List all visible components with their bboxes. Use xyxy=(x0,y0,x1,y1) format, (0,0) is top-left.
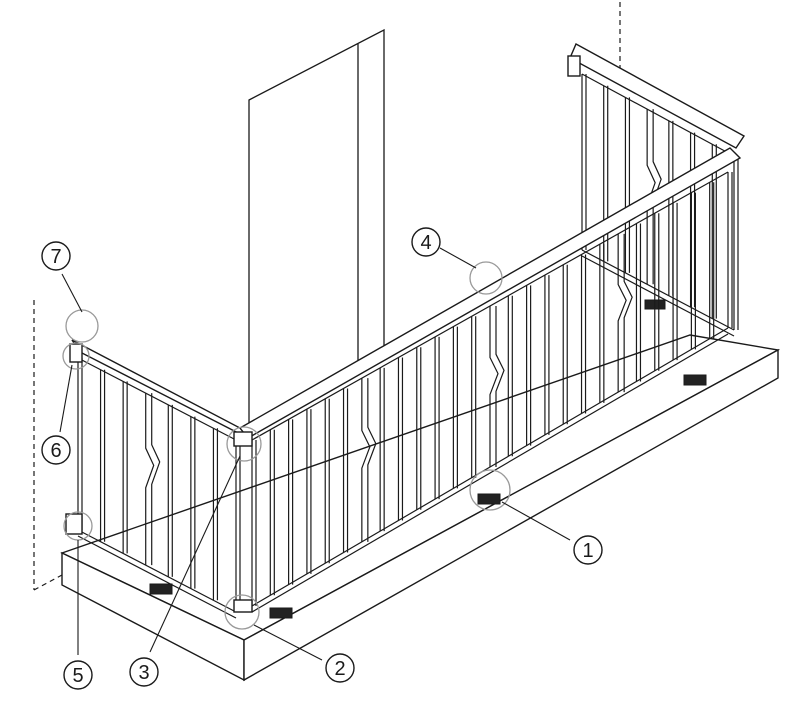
detail-circles xyxy=(62,261,511,630)
callout-5: 5 xyxy=(63,660,93,690)
decorative-baluster xyxy=(646,109,656,285)
decorative-baluster xyxy=(617,233,627,393)
wall-guide-lines xyxy=(33,2,621,591)
callout-2: 2 xyxy=(325,653,355,683)
wall-panel xyxy=(248,28,385,434)
concrete-slab xyxy=(60,334,781,682)
decorative-baluster xyxy=(495,306,505,467)
callout-1: 1 xyxy=(573,535,603,565)
callout-4-label: 4 xyxy=(420,232,431,254)
decorative-baluster xyxy=(623,233,633,393)
decorative-baluster xyxy=(361,378,371,542)
right-railing-section xyxy=(581,73,739,337)
front-railing-section xyxy=(251,171,733,613)
bottom-rail xyxy=(581,255,735,337)
top-rail xyxy=(581,73,735,157)
top-rail xyxy=(77,357,237,441)
decorative-baluster xyxy=(145,393,155,566)
bottom-rail xyxy=(251,333,729,613)
decorative-baluster xyxy=(652,109,662,285)
bottom-rail xyxy=(77,535,237,619)
callout-1-label: 1 xyxy=(582,540,593,562)
callout-6-label: 6 xyxy=(50,440,61,462)
decorative-baluster xyxy=(151,393,161,566)
decorative-baluster xyxy=(367,378,377,542)
callout-5-label: 5 xyxy=(72,665,83,687)
callout-2-label: 2 xyxy=(334,658,345,680)
callout-6: 6 xyxy=(41,435,71,465)
leader-lines xyxy=(59,247,571,661)
bottom-rail xyxy=(77,529,237,613)
callout-7-label: 7 xyxy=(50,246,61,268)
bottom-rail xyxy=(581,249,735,331)
left-railing-section xyxy=(77,357,241,619)
callout-3-label: 3 xyxy=(138,662,149,684)
callout-7: 7 xyxy=(41,241,71,271)
callout-3: 3 xyxy=(129,657,159,687)
decorative-baluster xyxy=(489,306,499,467)
callout-4: 4 xyxy=(411,227,441,257)
